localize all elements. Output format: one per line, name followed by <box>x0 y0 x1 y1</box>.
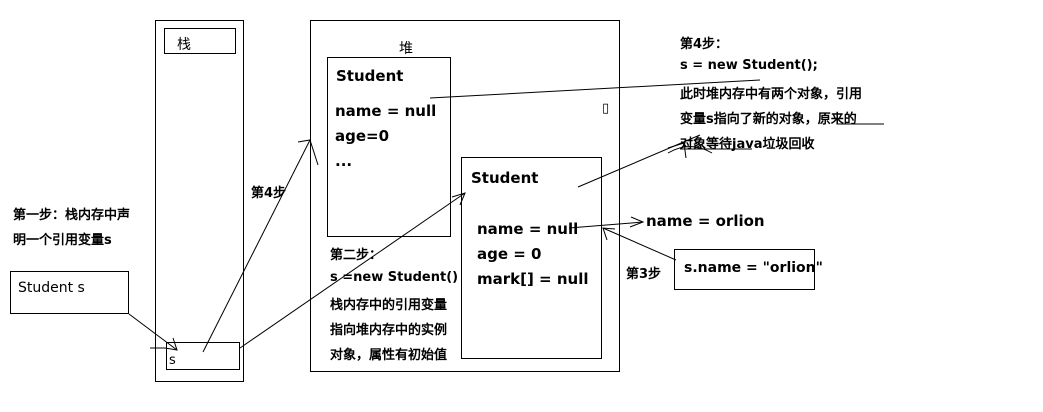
step4-line1: 第4步： <box>680 37 729 52</box>
stack-label: 栈 <box>177 37 191 53</box>
student-s-declaration-box: Student s <box>10 271 129 314</box>
student-new-title: Student <box>471 169 539 187</box>
student-old-field-name: name = null <box>335 102 437 120</box>
step3-label: 第3步 <box>626 267 662 282</box>
stack-label-box: 栈 <box>164 28 236 54</box>
step4-arrow-label: 第4步 <box>251 186 287 201</box>
stack-variable-s-label: s <box>169 353 176 368</box>
student-old-field-more: ... <box>335 152 353 170</box>
step2-line2: s =new Student() <box>330 270 459 285</box>
step4-line4: 变量s指向了新的对象，原来的 <box>680 112 857 127</box>
student-new-field-mark: mark[] = null <box>477 270 589 288</box>
stack-variable-s-box: s <box>166 342 240 370</box>
step2-line5: 对象，属性有初始值 <box>330 348 448 363</box>
student-object-new: Student name = null age = 0 mark[] = nul… <box>461 157 602 359</box>
stack-area <box>155 20 244 382</box>
step4-line2: s = new Student(); <box>680 58 818 73</box>
heap-label: 堆 <box>399 41 413 57</box>
student-s-declaration-label: Student s <box>18 280 85 296</box>
s-name-assignment-label: s.name = "orlion" <box>684 260 823 276</box>
text-cursor-icon: ▯ <box>602 101 610 116</box>
student-old-field-age: age=0 <box>335 127 390 145</box>
student-old-title: Student <box>336 67 404 85</box>
step4-line5: 对象等待java垃圾回收 <box>680 137 815 152</box>
step4-line3: 此时堆内存中有两个对象，引用 <box>680 87 863 102</box>
student-new-field-name: name = null <box>477 220 579 238</box>
student-new-field-age: age = 0 <box>477 245 542 263</box>
step1-line2: 明一个引用变量s <box>13 233 112 248</box>
step2-line1: 第二步： <box>330 248 383 263</box>
step2-line3: 栈内存中的引用变量 <box>330 298 448 313</box>
step2-line4: 指向堆内存中的实例 <box>330 323 448 338</box>
s-name-assignment-box: s.name = "orlion" <box>674 249 823 290</box>
name-orlion-label: name = orlion <box>646 212 765 230</box>
arrow-name-to-orlion-head <box>629 216 645 228</box>
step1-line1: 第一步：栈内存中声 <box>13 208 131 223</box>
student-object-old: Student name = null age=0 ... <box>327 57 451 237</box>
